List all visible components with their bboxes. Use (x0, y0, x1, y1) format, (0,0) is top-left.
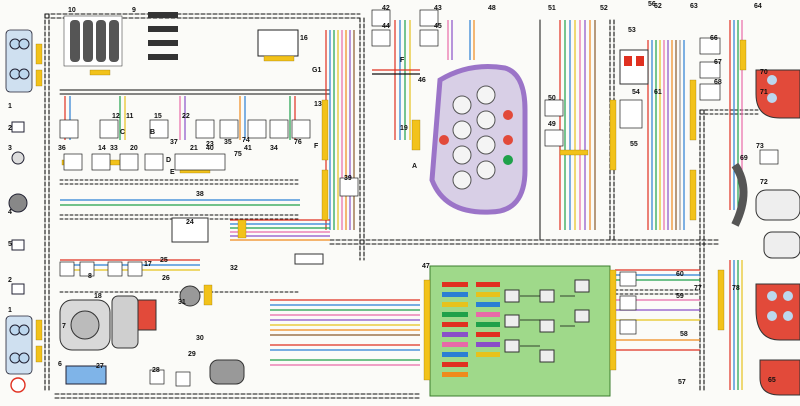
component-label: 62 (654, 3, 662, 10)
component-label: 28 (152, 367, 160, 374)
component-label: 44 (382, 23, 390, 30)
component-label: 1 (8, 307, 12, 314)
component-label: 29 (188, 351, 196, 358)
component-label: 33 (110, 145, 118, 152)
component-label: 5 (8, 241, 12, 248)
component-label: 54 (632, 89, 640, 96)
component-label: 7 (62, 323, 66, 330)
letter-label: F (400, 57, 405, 64)
component-label: 63 (690, 3, 698, 10)
component-label: 20 (130, 145, 138, 152)
component-label: 18 (94, 293, 102, 300)
component-label: 50 (548, 95, 556, 102)
component-label: 43 (434, 5, 442, 12)
fuse-box (429, 265, 611, 397)
component-label: 36 (58, 145, 66, 152)
component-label: 58 (680, 331, 688, 338)
letter-label: G1 (312, 67, 321, 74)
letter-label: A (412, 163, 417, 170)
component-label: 17 (144, 261, 152, 268)
component-label: 9 (132, 7, 136, 14)
component-label: 57 (678, 379, 686, 386)
letter-label: F (314, 143, 319, 150)
component-label: 48 (488, 5, 496, 12)
component-label: 76 (294, 139, 302, 146)
component-label: 69 (740, 155, 748, 162)
letter-label: C (120, 129, 125, 136)
component-label: 41 (244, 145, 252, 152)
component-label: 70 (760, 69, 768, 76)
component-label: 30 (196, 335, 204, 342)
letter-label: B (150, 129, 155, 136)
component-label: 59 (676, 293, 684, 300)
front-lights-left (5, 29, 33, 393)
component-label: 27 (96, 363, 104, 370)
component-label: 34 (270, 145, 278, 152)
component-label: 40 (206, 145, 214, 152)
component-label: 52 (600, 5, 608, 12)
component-label: 23 (206, 141, 214, 148)
component-label: 60 (676, 271, 684, 278)
component-label: 14 (98, 145, 106, 152)
component-label: 13 (314, 101, 322, 108)
relays (59, 9, 779, 387)
ignition-coils (63, 12, 299, 67)
component-label: 66 (710, 35, 718, 42)
component-label: 37 (170, 139, 178, 146)
component-label: 68 (714, 79, 722, 86)
component-label: 65 (768, 377, 776, 384)
component-label: 26 (162, 275, 170, 282)
component-label: 55 (630, 141, 638, 148)
component-label: 78 (732, 285, 740, 292)
letter-label: D (166, 157, 171, 164)
engine-components (59, 217, 324, 385)
component-label: 49 (548, 121, 556, 128)
component-label: 3 (8, 145, 12, 152)
component-label: 8 (88, 273, 92, 280)
component-label: 22 (182, 113, 190, 120)
component-label: 74 (242, 137, 250, 144)
component-label: 24 (186, 219, 194, 226)
instrument-cluster (429, 64, 528, 215)
component-label: 38 (196, 191, 204, 198)
connectors (35, 39, 747, 381)
component-label: 71 (760, 89, 768, 96)
component-label: 6 (58, 361, 62, 368)
component-label: 47 (422, 263, 430, 270)
letter-label: E (170, 169, 175, 176)
component-label: 46 (418, 77, 426, 84)
component-label: 73 (756, 143, 764, 150)
component-label: 56 (648, 1, 656, 8)
component-label: 12 (112, 113, 120, 120)
component-label: 75 (234, 151, 242, 158)
component-label: 10 (68, 7, 76, 14)
component-label: 21 (190, 145, 198, 152)
component-label: 64 (754, 3, 762, 10)
component-label: 11 (126, 113, 134, 120)
component-label: 25 (160, 257, 168, 264)
component-label: 19 (400, 125, 408, 132)
component-label: 45 (434, 23, 442, 30)
component-label: 53 (628, 27, 636, 34)
component-label: 72 (760, 179, 768, 186)
component-label: 32 (230, 265, 238, 272)
component-label: 51 (548, 5, 556, 12)
component-label: 77 (694, 285, 702, 292)
component-label: 61 (654, 89, 662, 96)
component-label: 31 (178, 299, 186, 306)
component-label: 67 (714, 59, 722, 66)
component-label: 1 (8, 103, 12, 110)
component-label: 39 (344, 175, 352, 182)
component-label: 2 (8, 125, 12, 132)
component-label: 2 (8, 277, 12, 284)
component-label: 42 (382, 5, 390, 12)
component-label: 16 (300, 35, 308, 42)
component-label: 35 (224, 139, 232, 146)
component-label: 15 (154, 113, 162, 120)
rear-lights-right (619, 49, 800, 396)
component-label: 4 (8, 209, 12, 216)
